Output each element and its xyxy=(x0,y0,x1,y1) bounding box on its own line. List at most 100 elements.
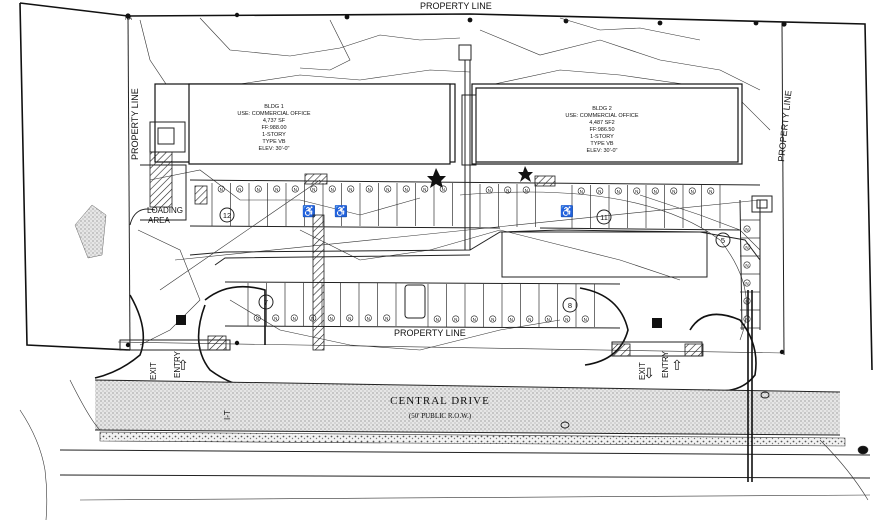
bldg1-ff: FF:988.00 xyxy=(261,125,286,131)
accessible-icon: ♿ xyxy=(560,205,574,218)
count-circle-5: 5 xyxy=(715,232,731,248)
accessible-icon: ♿ xyxy=(302,205,316,218)
stall-marker: N xyxy=(670,187,678,195)
svg-text:N: N xyxy=(745,281,748,286)
svg-text:N: N xyxy=(709,189,712,194)
stall-marker: N xyxy=(273,185,281,193)
svg-text:N: N xyxy=(330,316,333,321)
exit-label-right: EXIT xyxy=(638,362,647,380)
svg-text:N: N xyxy=(405,187,408,192)
svg-text:N: N xyxy=(367,316,370,321)
count-circle-7: 7 xyxy=(258,294,274,310)
exit-label-left: EXIT xyxy=(149,362,158,380)
svg-text:N: N xyxy=(745,299,748,304)
driveway-curbs xyxy=(94,285,757,392)
svg-text:N: N xyxy=(745,245,748,250)
stall-marker: N xyxy=(688,187,696,195)
offsite-lines xyxy=(19,379,869,521)
svg-text:N: N xyxy=(547,317,550,322)
stall-marker: N xyxy=(522,186,530,194)
svg-text:N: N xyxy=(348,316,351,321)
stall-marker: N xyxy=(328,185,336,193)
stall-marker: N xyxy=(504,186,512,194)
count-circle-8: 8 xyxy=(562,297,578,313)
svg-text:N: N xyxy=(488,188,491,193)
property-line-right-label: PROPERTY LINE xyxy=(776,90,793,162)
right-driveway-labels: EXIT ⇩ ENTRY ⇧ xyxy=(638,350,683,381)
bldg2-name: BLDG 2 xyxy=(592,106,612,112)
svg-text:N: N xyxy=(510,317,513,322)
svg-text:N: N xyxy=(745,317,748,322)
stall-marker: N xyxy=(743,315,751,323)
entry-label-left: ENTRY xyxy=(173,350,182,378)
property-boundary xyxy=(19,2,873,371)
bldg1-area: 4,737 SF xyxy=(263,118,286,124)
stall-marker: N xyxy=(614,187,622,195)
loading-area: LOADING AREA xyxy=(129,121,187,226)
svg-text:N: N xyxy=(691,189,694,194)
stall-marker: N xyxy=(402,185,410,193)
drive-aisle: N N N N N N N N N N N N N N N N N xyxy=(159,179,761,351)
stall-marker: N xyxy=(743,261,751,269)
svg-text:N: N xyxy=(454,317,457,322)
bldg1-use: USE: COMMERCIAL OFFICE xyxy=(237,111,310,117)
bldg2-use: USE: COMMERCIAL OFFICE xyxy=(565,113,638,119)
stall-marker: N xyxy=(544,315,552,323)
stall-marker: N xyxy=(485,186,493,194)
stall-marker: N xyxy=(291,185,299,193)
svg-text:N: N xyxy=(473,317,476,322)
stall-marker: N xyxy=(272,314,280,322)
stall-marker: N xyxy=(421,185,429,193)
stall-marker: N xyxy=(743,297,751,305)
stall-marker: N xyxy=(439,185,447,193)
exit-arrow-right: ⇩ xyxy=(643,365,655,381)
road-name: CENTRAL DRIVE xyxy=(390,395,490,407)
svg-text:N: N xyxy=(598,189,601,194)
svg-text:N: N xyxy=(506,188,509,193)
stall-marker: N xyxy=(364,314,372,322)
accessible-icon: ♿ xyxy=(334,205,348,218)
stall-marker: N xyxy=(452,315,460,323)
svg-text:12: 12 xyxy=(223,211,231,220)
property-line-top-label: PROPERTY LINE xyxy=(420,1,492,11)
entry-arrow-right: ⇧ xyxy=(671,357,683,373)
svg-text:N: N xyxy=(312,187,315,192)
svg-text:N: N xyxy=(580,189,583,194)
svg-text:N: N xyxy=(385,316,388,321)
stall-marker: N xyxy=(633,187,641,195)
svg-text:N: N xyxy=(274,316,277,321)
stall-marker: N xyxy=(217,185,225,193)
parking-row-right: N N N N N N xyxy=(739,195,773,331)
stall-marker: N xyxy=(290,314,298,322)
contour-lines xyxy=(137,17,771,351)
svg-text:N: N xyxy=(525,188,528,193)
road-row: (50' PUBLIC R.O.W.) xyxy=(409,412,472,420)
building-1: BLDG 1 USE: COMMERCIAL OFFICE 4,737 SF F… xyxy=(154,83,456,165)
svg-text:11: 11 xyxy=(600,213,608,222)
svg-text:8: 8 xyxy=(568,301,572,310)
bldg2-story: 1-STORY xyxy=(590,134,614,140)
svg-text:N: N xyxy=(442,187,445,192)
stall-marker: N xyxy=(581,315,589,323)
stall-marker: N xyxy=(310,185,318,193)
stall-marker: N xyxy=(253,314,261,322)
vertical-marker-label: I-T xyxy=(223,410,232,420)
svg-text:N: N xyxy=(256,316,259,321)
stall-marker: N xyxy=(383,314,391,322)
svg-text:N: N xyxy=(617,189,620,194)
bldg1-story: 1-STORY xyxy=(262,132,286,138)
stall-marker: N xyxy=(577,187,585,195)
svg-text:N: N xyxy=(745,227,748,232)
stall-marker: N xyxy=(365,185,373,193)
svg-text:N: N xyxy=(349,187,352,192)
central-drive: CENTRAL DRIVE (50' PUBLIC R.O.W.) I-T xyxy=(59,290,871,501)
stall-marker: N xyxy=(596,187,604,195)
svg-text:5: 5 xyxy=(721,236,725,245)
property-line-left-label: PROPERTY LINE xyxy=(130,88,140,160)
property-line-bottom-label: PROPERTY LINE xyxy=(394,328,466,338)
walkway-between-buildings xyxy=(458,44,477,250)
svg-text:7: 7 xyxy=(264,298,268,307)
svg-text:N: N xyxy=(257,187,260,192)
stall-marker: N xyxy=(327,314,335,322)
